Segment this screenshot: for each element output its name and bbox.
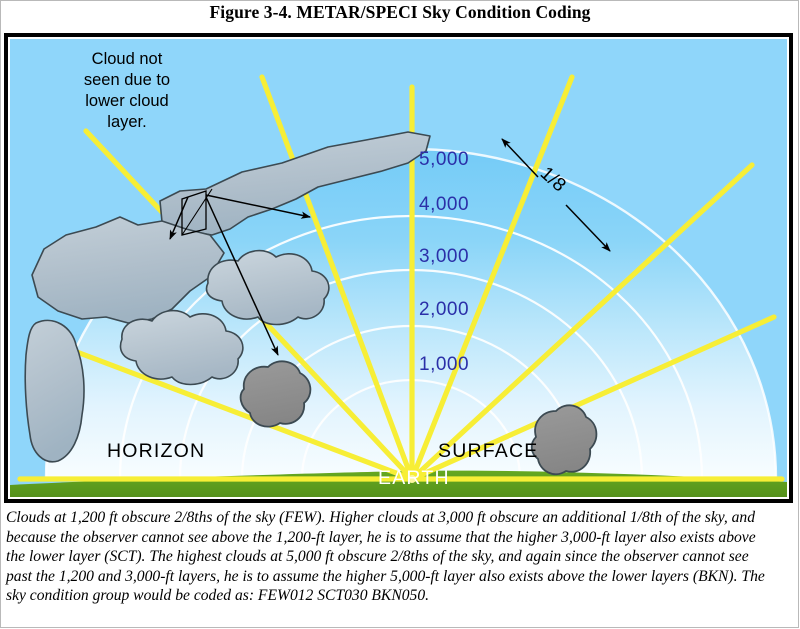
ray-left-high — [259, 74, 415, 482]
sky-condition-diagram: Cloud not seen due to lower cloud layer.… — [10, 39, 787, 497]
cloud-dark-right — [530, 404, 598, 476]
surface-label: SURFACE — [438, 440, 539, 462]
ray-right-mid — [409, 162, 755, 482]
earth-label: EARTH — [378, 467, 450, 489]
cloud-note-line-4: layer. — [107, 113, 147, 131]
cloud-note-line-2: seen due to — [83, 71, 171, 89]
ray-right-high — [409, 74, 575, 482]
one-eighth-arrow-lower — [565, 204, 611, 252]
cloud-lower-left — [119, 309, 244, 386]
page-title: Figure 3-4. METAR/SPECI Sky Condition Co… — [209, 2, 591, 22]
cloud-dark-left — [239, 360, 312, 428]
ray-left-low — [29, 332, 415, 482]
cloud-note-line-3: lower cloud — [85, 92, 169, 110]
one-eighth-measure — [501, 138, 611, 252]
cloud-high-long — [159, 131, 431, 236]
cloud-far-left — [24, 319, 85, 463]
altitude-label-5000: 5,000 — [419, 149, 470, 170]
cloud-note-line-1: Cloud not — [91, 50, 163, 68]
diagram-frame-gap: Cloud not seen due to lower cloud layer.… — [8, 37, 789, 499]
observer-point — [408, 475, 416, 483]
annotation-arrows — [169, 188, 311, 356]
one-eighth-arrow-upper — [501, 138, 539, 178]
altitude-label-1000: 1,000 — [419, 354, 470, 375]
altitude-label-4000: 4,000 — [419, 194, 470, 215]
altitude-label-2000: 2,000 — [419, 299, 470, 320]
cloud-mid-right — [205, 249, 330, 326]
diagram-graphics — [10, 39, 787, 497]
altitude-label-3000: 3,000 — [419, 246, 470, 267]
cloud-note-annotation: Cloud not seen due to lower cloud layer. — [52, 49, 202, 133]
figure-caption: Clouds at 1,200 ft obscure 2/8ths of the… — [6, 509, 765, 605]
horizon-label: HORIZON — [107, 440, 206, 462]
diagram-frame: Cloud not seen due to lower cloud layer.… — [4, 33, 793, 503]
ray-right-low — [409, 314, 777, 482]
